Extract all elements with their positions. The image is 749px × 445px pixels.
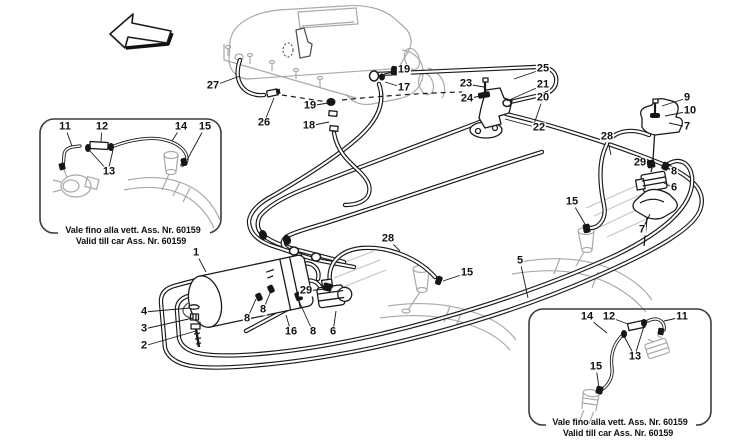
clamp-13a-right — [621, 330, 627, 338]
bracket-7-top — [640, 97, 684, 136]
clamp-29-right — [646, 159, 656, 169]
union-12-left — [89, 140, 109, 151]
pipe-18-collar-top — [328, 110, 338, 117]
canister-strap — [182, 302, 202, 324]
purge-valve-right — [634, 170, 668, 193]
purge-valve-center — [316, 278, 353, 309]
clamp-15-left-inset — [180, 157, 188, 167]
clamp-19-upper — [390, 65, 399, 76]
bundle-line-b — [280, 149, 545, 270]
clamp-15-center — [434, 275, 443, 286]
clamp-15-right — [582, 223, 591, 234]
clamp-19-lower — [326, 98, 336, 106]
intake-runner-ghost-center — [379, 264, 517, 351]
left-inset-caption-line1: Vale fino alla vett. Ass. Nr. 60159 — [65, 225, 201, 235]
inset-box-right — [528, 308, 712, 427]
right-inset-caption-line2: Valid till car Ass. Nr. 60159 — [562, 428, 674, 438]
intake-runner-ghost-right — [329, 183, 671, 313]
clamp-pump-left — [58, 162, 66, 171]
clamp-8-elbow1 — [255, 292, 263, 302]
bolt-9 — [652, 98, 659, 104]
clamp-24 — [477, 91, 491, 99]
pipe-18-collar-bottom — [329, 125, 339, 132]
grommet-2 — [282, 235, 292, 245]
clamp-13b-right — [641, 319, 647, 327]
clamp-8-elbow2 — [267, 284, 275, 294]
bundle-line-a — [255, 110, 506, 265]
union-2 — [310, 252, 322, 262]
union-1 — [288, 246, 300, 256]
inset-box-left — [39, 118, 222, 236]
canister-mount-hardware — [188, 304, 202, 348]
grommet-1 — [258, 230, 268, 240]
clamp-13b-left — [108, 143, 114, 151]
right-inset-caption-line1: Vale fino alla vett. Ass. Nr. 60159 — [552, 417, 688, 427]
fuel-pump-ghost-left-inset — [52, 150, 221, 229]
components — [58, 65, 684, 395]
clamp-13a-left — [85, 144, 91, 152]
bracket-7-bottom — [632, 188, 678, 220]
clamp-10 — [650, 113, 660, 118]
left-inset-parts — [58, 140, 188, 171]
hose-11-left-inset — [61, 144, 82, 170]
right-inset-parts — [595, 319, 665, 395]
clamp-15-right-inset — [595, 385, 604, 395]
bolt-23 — [482, 77, 489, 83]
pipe-bracket-21-22 — [469, 77, 513, 139]
filler-ghost-right-inset — [578, 334, 671, 425]
oil-filler-bracket — [295, 27, 313, 59]
clamp-11-right — [657, 327, 665, 336]
hose-14-right-inset — [599, 332, 626, 392]
engine-plenum-ghost — [223, 4, 446, 106]
line-20-5-loop — [158, 111, 704, 370]
union-17 — [368, 70, 380, 82]
left-inset-caption-line2: Valid till car Ass. Nr. 60159 — [75, 236, 187, 246]
carbon-canister — [187, 254, 314, 328]
union-21 — [502, 98, 512, 108]
direction-arrow — [109, 13, 174, 50]
